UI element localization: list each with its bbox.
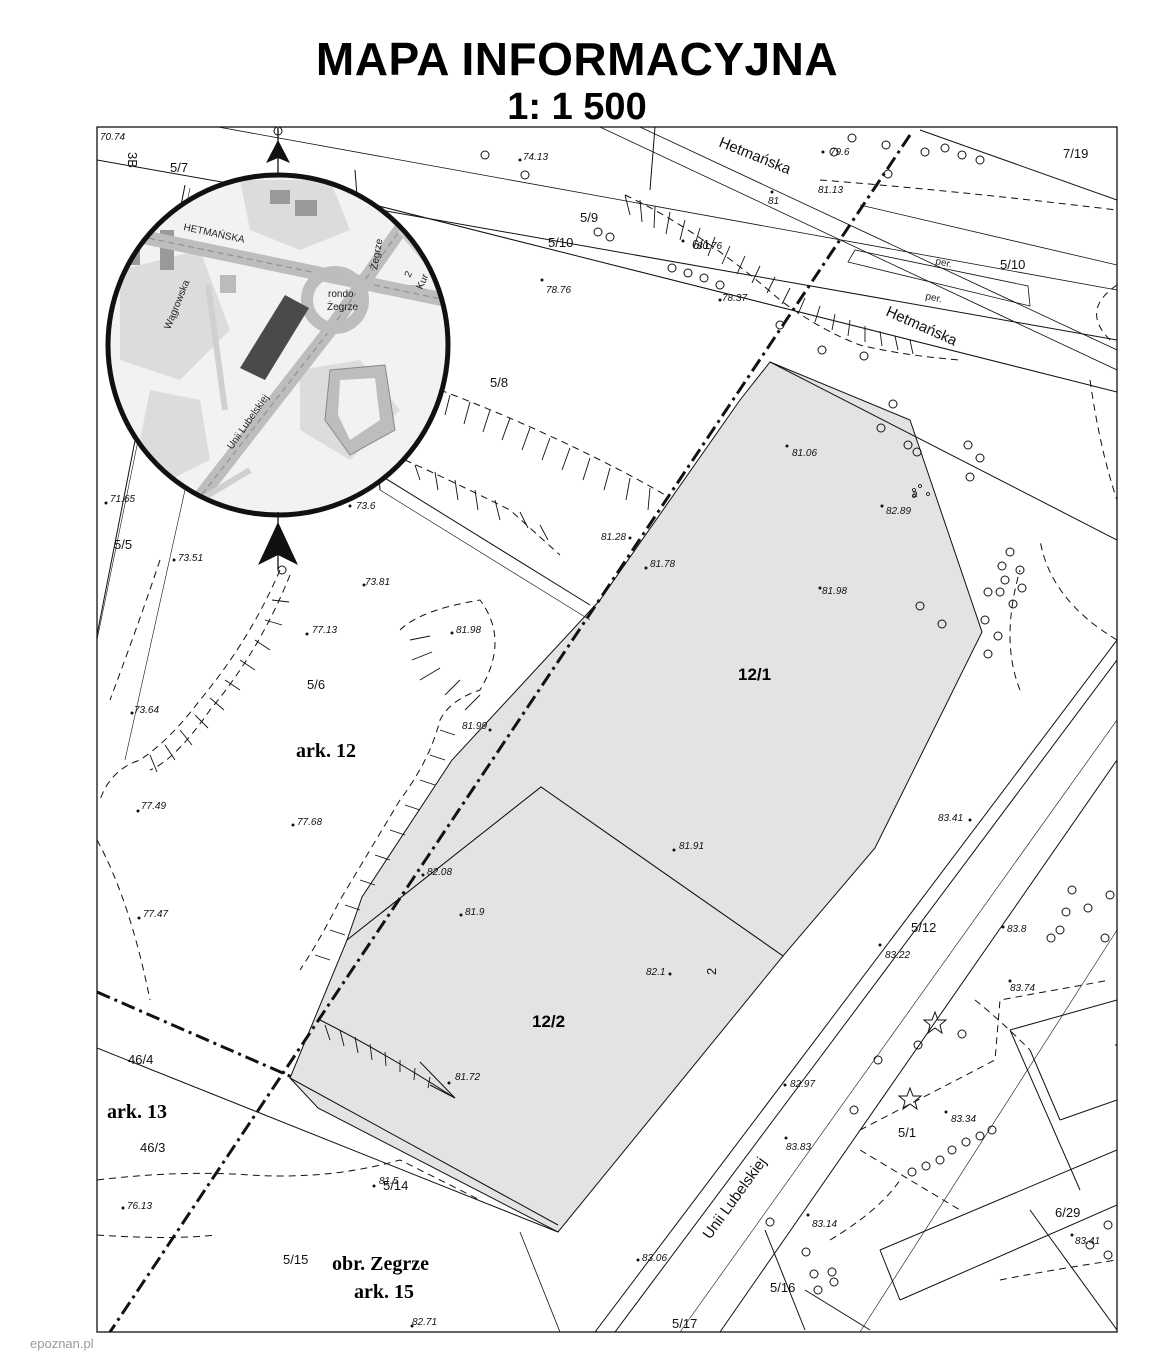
locator-number-label: 2 xyxy=(403,269,416,279)
elevation-label: 71.65 xyxy=(110,494,135,505)
point-mark: a xyxy=(912,489,918,500)
watermark: epoznan.pl xyxy=(30,1336,94,1351)
parcel-5-7-label: 5/7 xyxy=(170,160,188,175)
elevation-label: 77.47 xyxy=(143,909,168,920)
sheet-ark-15-label: ark. 15 xyxy=(354,1281,414,1303)
street-unii-lubelskiej: Unii Lubelskiej xyxy=(699,1154,770,1242)
elevation-label: 73.64 xyxy=(134,705,159,716)
elevation-label: 77.68 xyxy=(297,817,322,828)
elevation-label: 73.81 xyxy=(365,577,390,588)
parcel-5-5-label: 5/5 xyxy=(114,537,132,552)
elevation-label: 81.9 xyxy=(465,907,485,918)
map-frame xyxy=(96,126,1118,1333)
elevation-label: 81.06 xyxy=(792,448,817,459)
parcel-12-2-label: 12/2 xyxy=(532,1012,565,1031)
elevation-label: 81.5 xyxy=(379,1176,399,1187)
parcel-46-4-label: 46/4 xyxy=(128,1052,153,1067)
elevation-label: 81.98 xyxy=(822,586,847,597)
parcel-6-29-label: 6/29 xyxy=(1055,1205,1080,1220)
parcel-12-1-label: 12/1 xyxy=(738,665,771,684)
elevation-label: 77.49 xyxy=(141,801,166,812)
elevation-label: 81.28 xyxy=(601,532,626,543)
elevation-label: 82.71 xyxy=(412,1317,437,1328)
elevation-label: 83.34 xyxy=(951,1114,976,1125)
elevation-label: 81 xyxy=(768,196,779,207)
elevation-label: 76.13 xyxy=(127,1201,152,1212)
elevation-label: 83.74 xyxy=(1010,983,1035,994)
elevation-label: 82.97 xyxy=(790,1079,815,1090)
sheet-ark-12-label: ark. 12 xyxy=(296,740,356,762)
elevation-label: 80.76 xyxy=(697,241,722,252)
parcel-5-12-label: 5/12 xyxy=(911,920,936,935)
elevation-label: 81.98 xyxy=(456,625,481,636)
locator-rondo-zegrze-label: Żegrze xyxy=(327,300,359,313)
elevation-label: 83.8 xyxy=(1007,924,1027,935)
elevation-label: 81.13 xyxy=(818,185,843,196)
elevation-label: 79.6 xyxy=(830,147,850,158)
map-credit: opracowanie - ZGiKM GEOPOZ, GKR/405/2021 xyxy=(652,1337,909,1351)
parcel-5-15-label: 5/15 xyxy=(283,1252,308,1267)
elevation-label: 73.6 xyxy=(356,501,376,512)
elevation-label: 73.51 xyxy=(178,553,203,564)
map-scale: 1: 1 500 xyxy=(507,86,647,128)
elevation-label: 78.76 xyxy=(546,285,571,296)
parcel-46-3-label: 46/3 xyxy=(140,1140,165,1155)
parcel-6-1-label: 6/1 xyxy=(692,237,710,252)
parcel-5-10-east-label: 5/10 xyxy=(1000,257,1025,272)
parcel-12-2-area[interactable] xyxy=(289,786,784,1233)
parcel-5-8-label: 5/8 xyxy=(490,375,508,390)
elevation-label: 77.13 xyxy=(312,625,337,636)
elevation-label: 81.91 xyxy=(679,841,704,852)
elevation-label: 70.74 xyxy=(100,132,125,143)
elevation-label: 83.41 xyxy=(1075,1236,1100,1247)
elevation-label: 82.1 xyxy=(646,967,665,978)
elevation-label: 83.41 xyxy=(938,813,963,824)
parcel-5-10-label: 5/10 xyxy=(548,235,573,250)
elevation-label: 83.14 xyxy=(812,1219,837,1230)
parcel-5-14-label: 5/14 xyxy=(383,1178,408,1193)
street-hetmanska-north: Hetmańska xyxy=(717,134,794,178)
street-per-label-1: per. xyxy=(934,256,953,270)
locator-map: HETMAŃSKA Wągrowska rondo Żegrze Żegrze … xyxy=(105,172,451,518)
map-title: MAPA INFORMACYJNA xyxy=(315,33,839,85)
parcel-5-1-label: 5/1 xyxy=(898,1125,916,1140)
elevation-label: 83.83 xyxy=(786,1142,811,1153)
parcel-7-19-label: 7/19 xyxy=(1063,146,1088,161)
elevation-label: 81.78 xyxy=(650,559,675,570)
elevation-label: 78.37 xyxy=(722,293,747,304)
parcel-5-6-label: 5/6 xyxy=(307,677,325,692)
elevation-label: 81.99 xyxy=(462,721,487,732)
elevation-label: 82.89 xyxy=(886,506,911,517)
parcel-5-9-label: 5/9 xyxy=(580,210,598,225)
precinct-label: obr. Zegrze xyxy=(332,1253,429,1275)
street-per-label-2: per. xyxy=(924,291,943,305)
target-parcel-marker xyxy=(240,295,309,380)
locator-rondo-label: rondo xyxy=(328,289,354,300)
elevation-label: 81.72 xyxy=(455,1072,480,1083)
elevation-label: 74.13 xyxy=(523,152,548,163)
elevation-label: 82.08 xyxy=(427,867,452,878)
parcel-5-17-label: 5/17 xyxy=(672,1316,697,1331)
parcel-5-16-label: 5/16 xyxy=(770,1280,795,1295)
sheet-ark-13-label: ark. 13 xyxy=(107,1101,167,1123)
elevation-label: 83.06 xyxy=(642,1253,667,1264)
elevation-label: 83.22 xyxy=(885,950,910,961)
building-number-label: 3B xyxy=(125,152,140,168)
house-number-label: 2 xyxy=(704,968,719,975)
